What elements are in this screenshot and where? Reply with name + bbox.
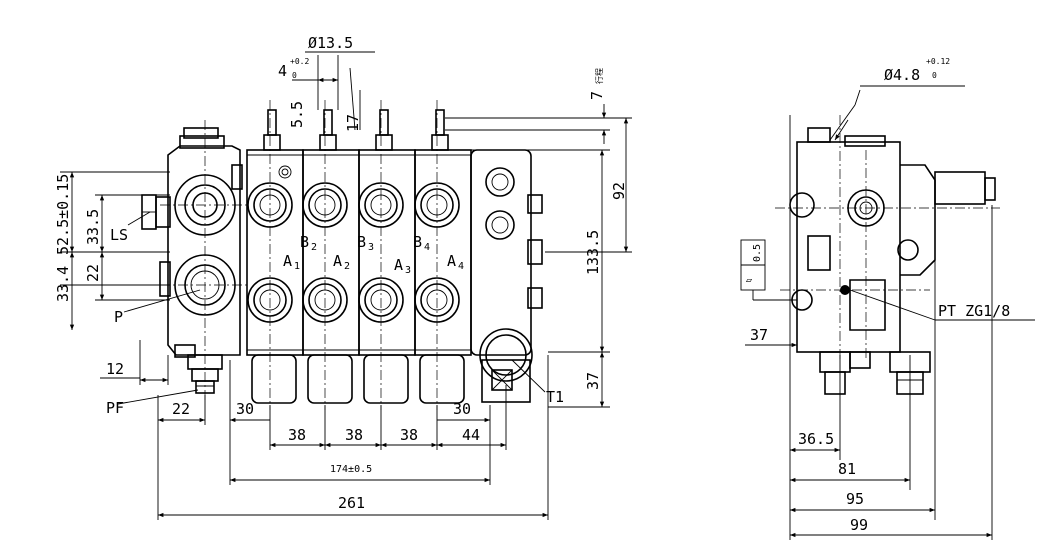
- label-a3: A: [394, 256, 403, 274]
- dim-17: 17: [344, 114, 362, 132]
- dim-dia-4-8: Ø4.8: [884, 66, 920, 84]
- dim-38-a: 38: [288, 426, 306, 444]
- inlet-section: [141, 120, 250, 400]
- label-b3-sub: 3: [368, 242, 374, 253]
- dim-33-5: 33.5: [84, 209, 102, 245]
- working-sections: [246, 100, 472, 410]
- dim-33-4: 33.4: [54, 266, 72, 302]
- dim-22-bottom: 22: [172, 400, 190, 418]
- dim-slot-4-tol-upper: +0.2: [290, 57, 309, 66]
- dim-174: 174±0.5: [330, 464, 372, 475]
- label-t1: T1: [546, 388, 564, 406]
- dim-slot-4: 4: [278, 62, 287, 80]
- a-ports: [247, 277, 460, 323]
- label-b2-sub: 2: [311, 242, 317, 253]
- side-dimension-lines: [740, 85, 1035, 540]
- label-a2-sub: 2: [344, 261, 350, 272]
- side-view: Ø4.8 +0.12 0 ▱ 0.5 37 36.5 81 95 99 PT Z…: [740, 57, 1035, 540]
- dim-99: 99: [850, 516, 868, 534]
- label-b4: B: [413, 233, 422, 251]
- b-ports: [247, 165, 460, 228]
- label-a1-sub: 1: [294, 261, 300, 272]
- outlet-section: [470, 149, 543, 403]
- dim-30-right: 30: [453, 400, 471, 418]
- label-pt-zg1-8: PT ZG1/8: [938, 302, 1010, 320]
- dim-37-side: 37: [750, 326, 768, 344]
- dim-133-5: 133.5: [584, 230, 602, 275]
- dim-30-left: 30: [236, 400, 254, 418]
- front-view: Ø13.5 4 +0.2 0 5.5 17 7 行程 92 133.5 37 5…: [54, 34, 632, 520]
- dim-7-tag: 行程: [594, 68, 604, 84]
- dim-7: 7: [588, 91, 606, 100]
- front-dimension-lines: [60, 51, 632, 520]
- side-dimension-text: Ø4.8 +0.12 0 ▱ 0.5 37 36.5 81 95 99 PT Z…: [746, 57, 1010, 534]
- flatness-symbol: ▱: [746, 275, 752, 286]
- label-a1: A: [283, 252, 292, 270]
- dim-5-5: 5.5: [288, 101, 306, 128]
- front-dimension-text: Ø13.5 4 +0.2 0 5.5 17 7 行程 92 133.5 37 5…: [54, 34, 628, 512]
- label-a2: A: [333, 252, 342, 270]
- dim-92: 92: [610, 182, 628, 200]
- dim-22-left: 22: [84, 264, 102, 282]
- label-a4: A: [447, 252, 456, 270]
- side-body: [775, 115, 1000, 395]
- label-a3-sub: 3: [405, 265, 411, 276]
- dim-261: 261: [338, 494, 365, 512]
- label-a4-sub: 4: [458, 261, 464, 272]
- dim-81: 81: [838, 460, 856, 478]
- label-pf: PF: [106, 399, 124, 417]
- dim-38-c: 38: [400, 426, 418, 444]
- dim-36-5: 36.5: [798, 430, 834, 448]
- label-ls: LS: [110, 226, 128, 244]
- label-p: P: [114, 308, 123, 326]
- dim-dia-13-5: Ø13.5: [308, 34, 353, 52]
- dim-slot-4-tol-lower: 0: [292, 71, 297, 80]
- dim-dia-4-8-tol-lower: 0: [932, 71, 937, 80]
- dim-44: 44: [462, 426, 480, 444]
- dim-12: 12: [106, 360, 124, 378]
- label-b4-sub: 4: [424, 242, 430, 253]
- dim-52-5: 52.5±0.15: [54, 174, 72, 255]
- flatness-value: 0.5: [752, 244, 763, 262]
- front-port-labels: LS P PF T1 B 2 B 3 B 4 A 1 A 2 A 3 A 4: [106, 226, 564, 417]
- dim-38-b: 38: [345, 426, 363, 444]
- dim-95: 95: [846, 490, 864, 508]
- dim-dia-4-8-tol-upper: +0.12: [926, 57, 950, 66]
- label-b2: B: [300, 233, 309, 251]
- label-b3: B: [357, 233, 366, 251]
- dim-37-right: 37: [584, 372, 602, 390]
- spool-tops: [263, 109, 449, 151]
- spool-caps: [251, 354, 465, 404]
